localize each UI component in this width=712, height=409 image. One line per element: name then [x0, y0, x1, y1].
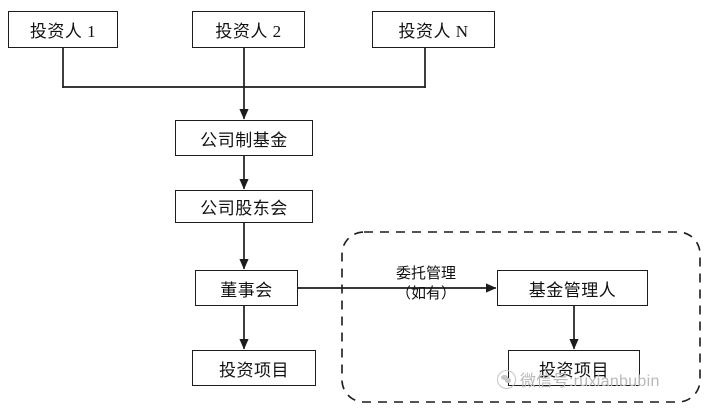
node-shareholders-meeting[interactable]: 公司股东会 — [175, 190, 313, 223]
edge-label-line-1: 委托管理 — [395, 266, 456, 282]
edge-label-line-2: （如有） — [395, 286, 456, 303]
node-invest-project-right[interactable]: 投资项目 — [508, 350, 640, 386]
node-investor-n[interactable]: 投资人 N — [372, 11, 495, 48]
node-fund-manager[interactable]: 基金管理人 — [497, 270, 648, 306]
node-label: 董事会 — [220, 280, 273, 300]
node-label: 基金管理人 — [528, 280, 617, 300]
node-label: 投资项目 — [539, 360, 609, 380]
node-label: 投资人 1 — [29, 22, 97, 41]
node-invest-project-left[interactable]: 投资项目 — [192, 350, 316, 386]
node-label: 投资人 N — [398, 22, 469, 41]
node-company-fund[interactable]: 公司制基金 — [175, 120, 313, 156]
node-label: 公司股东会 — [200, 199, 288, 218]
node-investor-2[interactable]: 投资人 2 — [192, 11, 305, 48]
node-board-of-directors[interactable]: 董事会 — [195, 270, 298, 306]
node-label: 公司制基金 — [200, 130, 288, 150]
node-label: 投资人 2 — [215, 22, 282, 41]
node-investor-1[interactable]: 投资人 1 — [8, 11, 118, 48]
edge-label-delegate-management: 委托管理 （如有） — [370, 264, 482, 305]
outsourced-group-boundary — [341, 231, 701, 403]
node-label: 投资项目 — [219, 360, 289, 380]
